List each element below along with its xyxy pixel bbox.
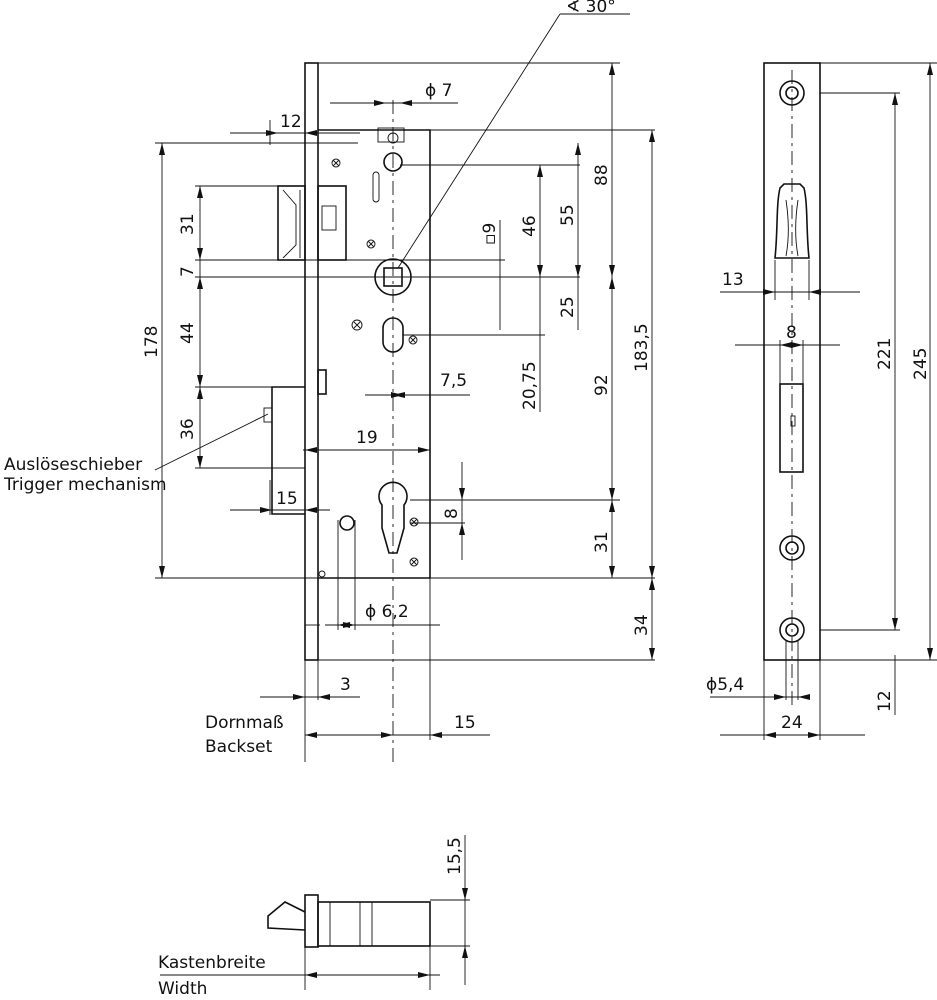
lock-top-view (160, 835, 470, 990)
forend-strip (763, 62, 821, 661)
dim-31b-label: 31 (592, 531, 612, 553)
trigger-mechanism (271, 386, 305, 515)
dim-15-label: 15 (276, 489, 298, 509)
dim-36-label: 36 (178, 418, 198, 440)
lock-case-outline (318, 129, 431, 579)
forend-side-view (710, 62, 937, 740)
dim-20-75-label: 20,75 (520, 361, 540, 410)
trigger-en-label: Trigger mechanism (3, 475, 167, 495)
dim-31-label: 31 (178, 213, 198, 235)
dim-15b-label: 15 (454, 713, 476, 733)
width-en-label: Width (158, 979, 207, 999)
dim-3-label: 3 (340, 675, 351, 695)
dim-34-label: 34 (632, 614, 652, 636)
dim-88-label: 88 (592, 164, 612, 186)
latch-bolt (277, 185, 347, 261)
dim-221-label: 221 (875, 338, 895, 370)
dim-92-label: 92 (592, 374, 612, 396)
dim-12b-label: 12 (875, 690, 895, 712)
lock-front-view (263, 62, 431, 762)
latch-opening (774, 183, 810, 259)
dim-7-label: 7 (178, 266, 198, 277)
angle-30-label: ∢ 30° (566, 0, 616, 17)
dim-44-label: 44 (178, 322, 198, 344)
top-case (317, 901, 431, 947)
cylinder-profile (378, 481, 408, 554)
width-de-label: Kastenbreite (158, 953, 266, 973)
dia-6-2-label: ϕ 6,2 (365, 602, 409, 622)
dim-245-label: 245 (911, 348, 931, 380)
backset-en-label: Backset (205, 737, 273, 757)
forend-plate (304, 62, 319, 661)
dimension-labels: ∢ 30° ϕ 7 12 178 31 7 44 36 Auslöseschie… (3, 0, 931, 999)
dia-7-label: ϕ 7 (425, 81, 452, 101)
dim-7-5-label: 7,5 (440, 371, 467, 391)
square-9-label: ▫9 (480, 223, 500, 245)
dim-24-label: 24 (781, 713, 803, 733)
trigger-de-label: Auslöseschieber (4, 455, 142, 475)
front-dimension-lines (154, 13, 655, 736)
backset-de-label: Dornmaß (205, 713, 284, 733)
dim-13-label: 13 (722, 270, 744, 290)
dim-183-5-label: 183,5 (632, 323, 652, 372)
dim-8b-label: 8 (786, 323, 797, 343)
dim-25-label: 25 (558, 296, 578, 318)
dim-8-label: 8 (442, 508, 462, 519)
bolt-opening (779, 383, 804, 473)
dim-46-label: 46 (520, 215, 540, 237)
dim-55-label: 55 (558, 204, 578, 226)
dia-5-4-label: ϕ5,4 (706, 675, 744, 695)
dim-19-label: 19 (356, 428, 378, 448)
dim-12-label: 12 (280, 112, 302, 132)
dim-178-label: 178 (142, 326, 162, 358)
dim-15-5-label: 15,5 (445, 837, 465, 875)
fixing-hole-6-2 (339, 515, 355, 531)
arrow-heads (159, 63, 933, 978)
